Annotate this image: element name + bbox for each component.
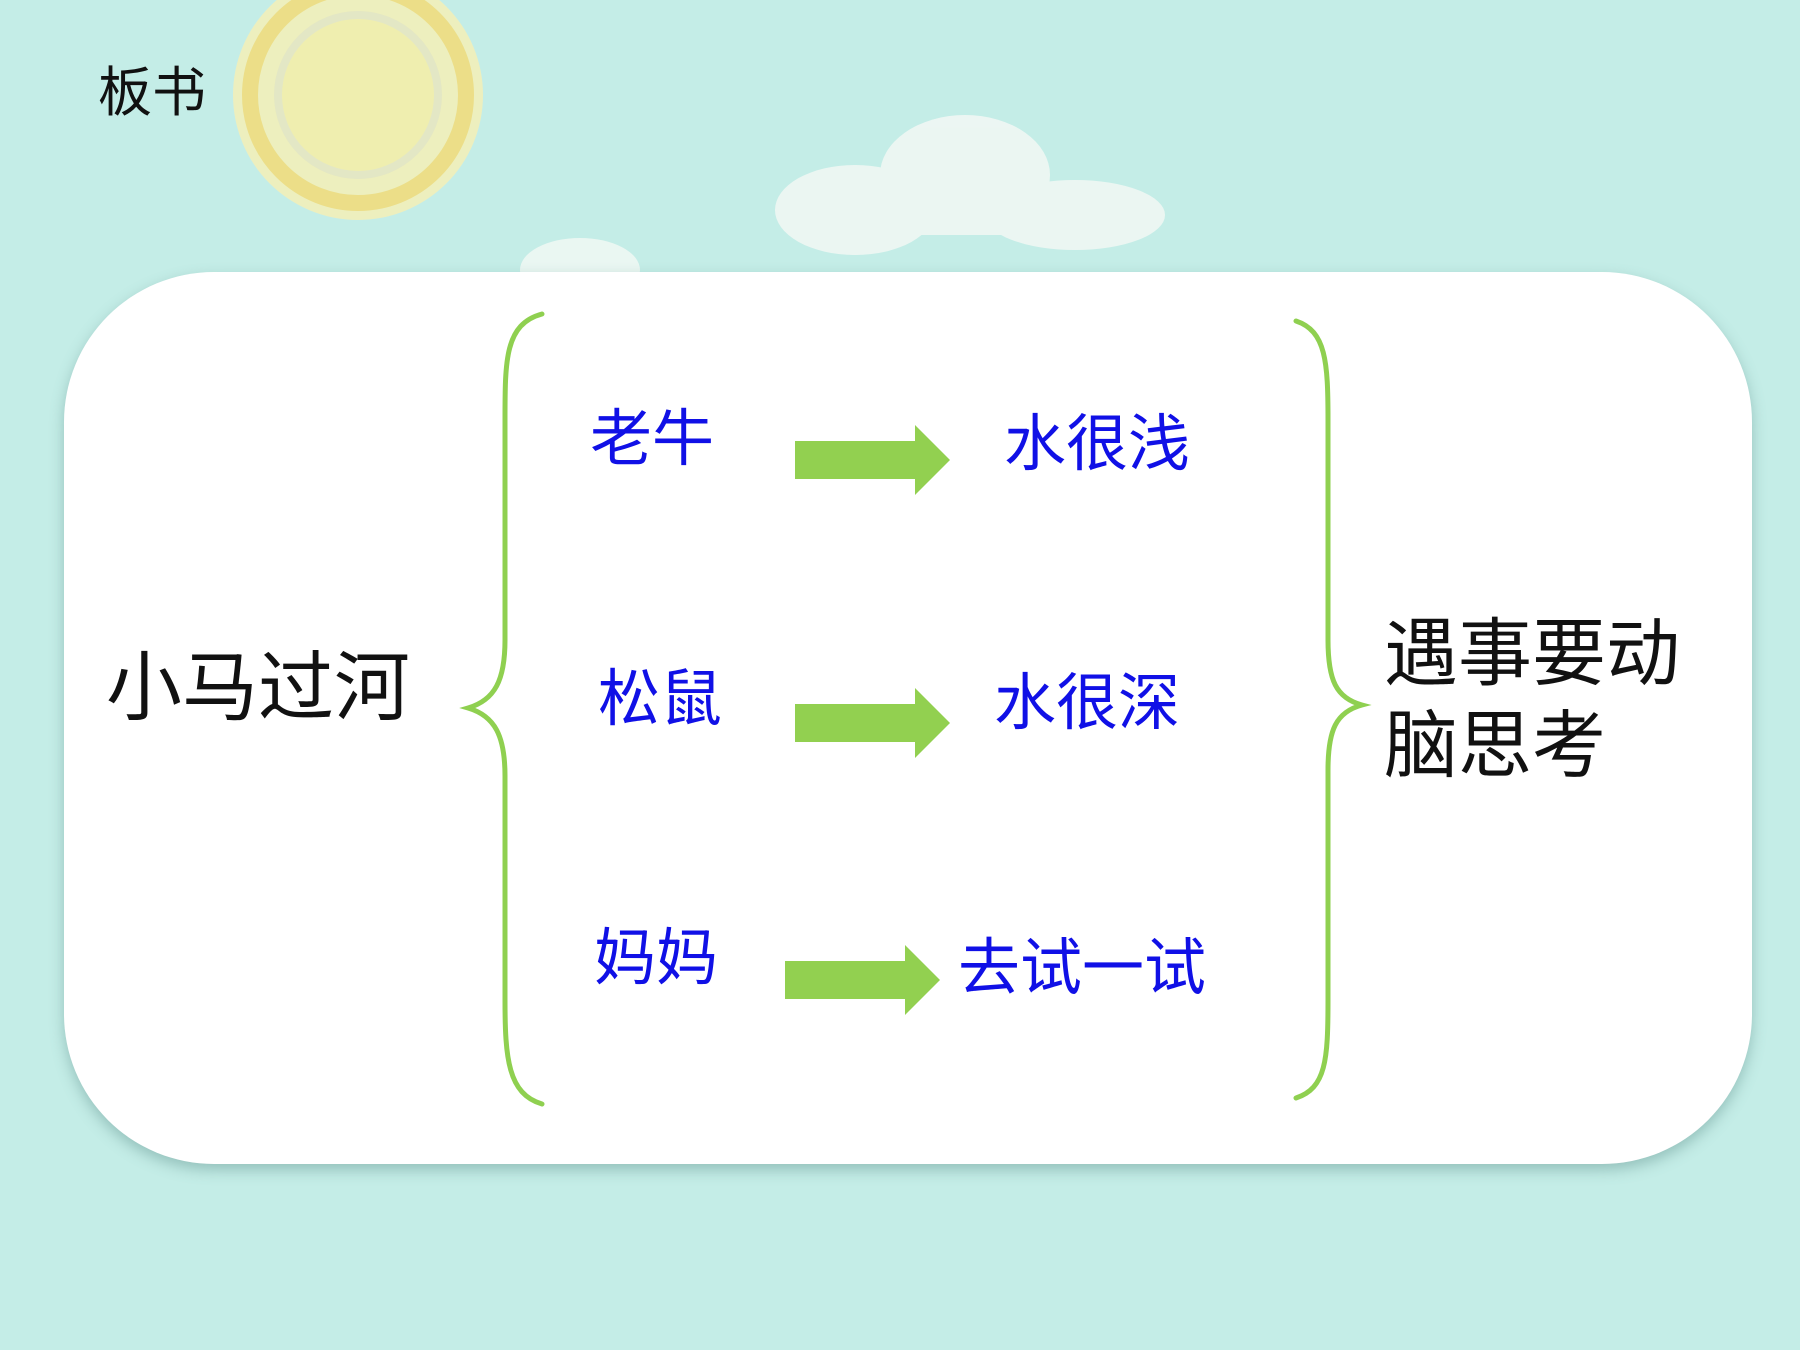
slide-label: 板书 bbox=[98, 61, 206, 124]
row-who-label: 松鼠 bbox=[598, 662, 723, 735]
row-who-label: 老牛 bbox=[590, 402, 715, 475]
sun-icon bbox=[233, 0, 483, 220]
conclusion-text: 遇事要动脑思考 bbox=[1384, 611, 1680, 789]
row-result-label: 水很深 bbox=[994, 666, 1181, 739]
topic-title: 小马过河 bbox=[106, 643, 410, 732]
row-result-label: 水很浅 bbox=[1004, 407, 1191, 480]
cloud-icon bbox=[775, 115, 1165, 255]
row-result-label: 去试一试 bbox=[958, 931, 1207, 1004]
row-who-label: 妈妈 bbox=[594, 921, 719, 994]
